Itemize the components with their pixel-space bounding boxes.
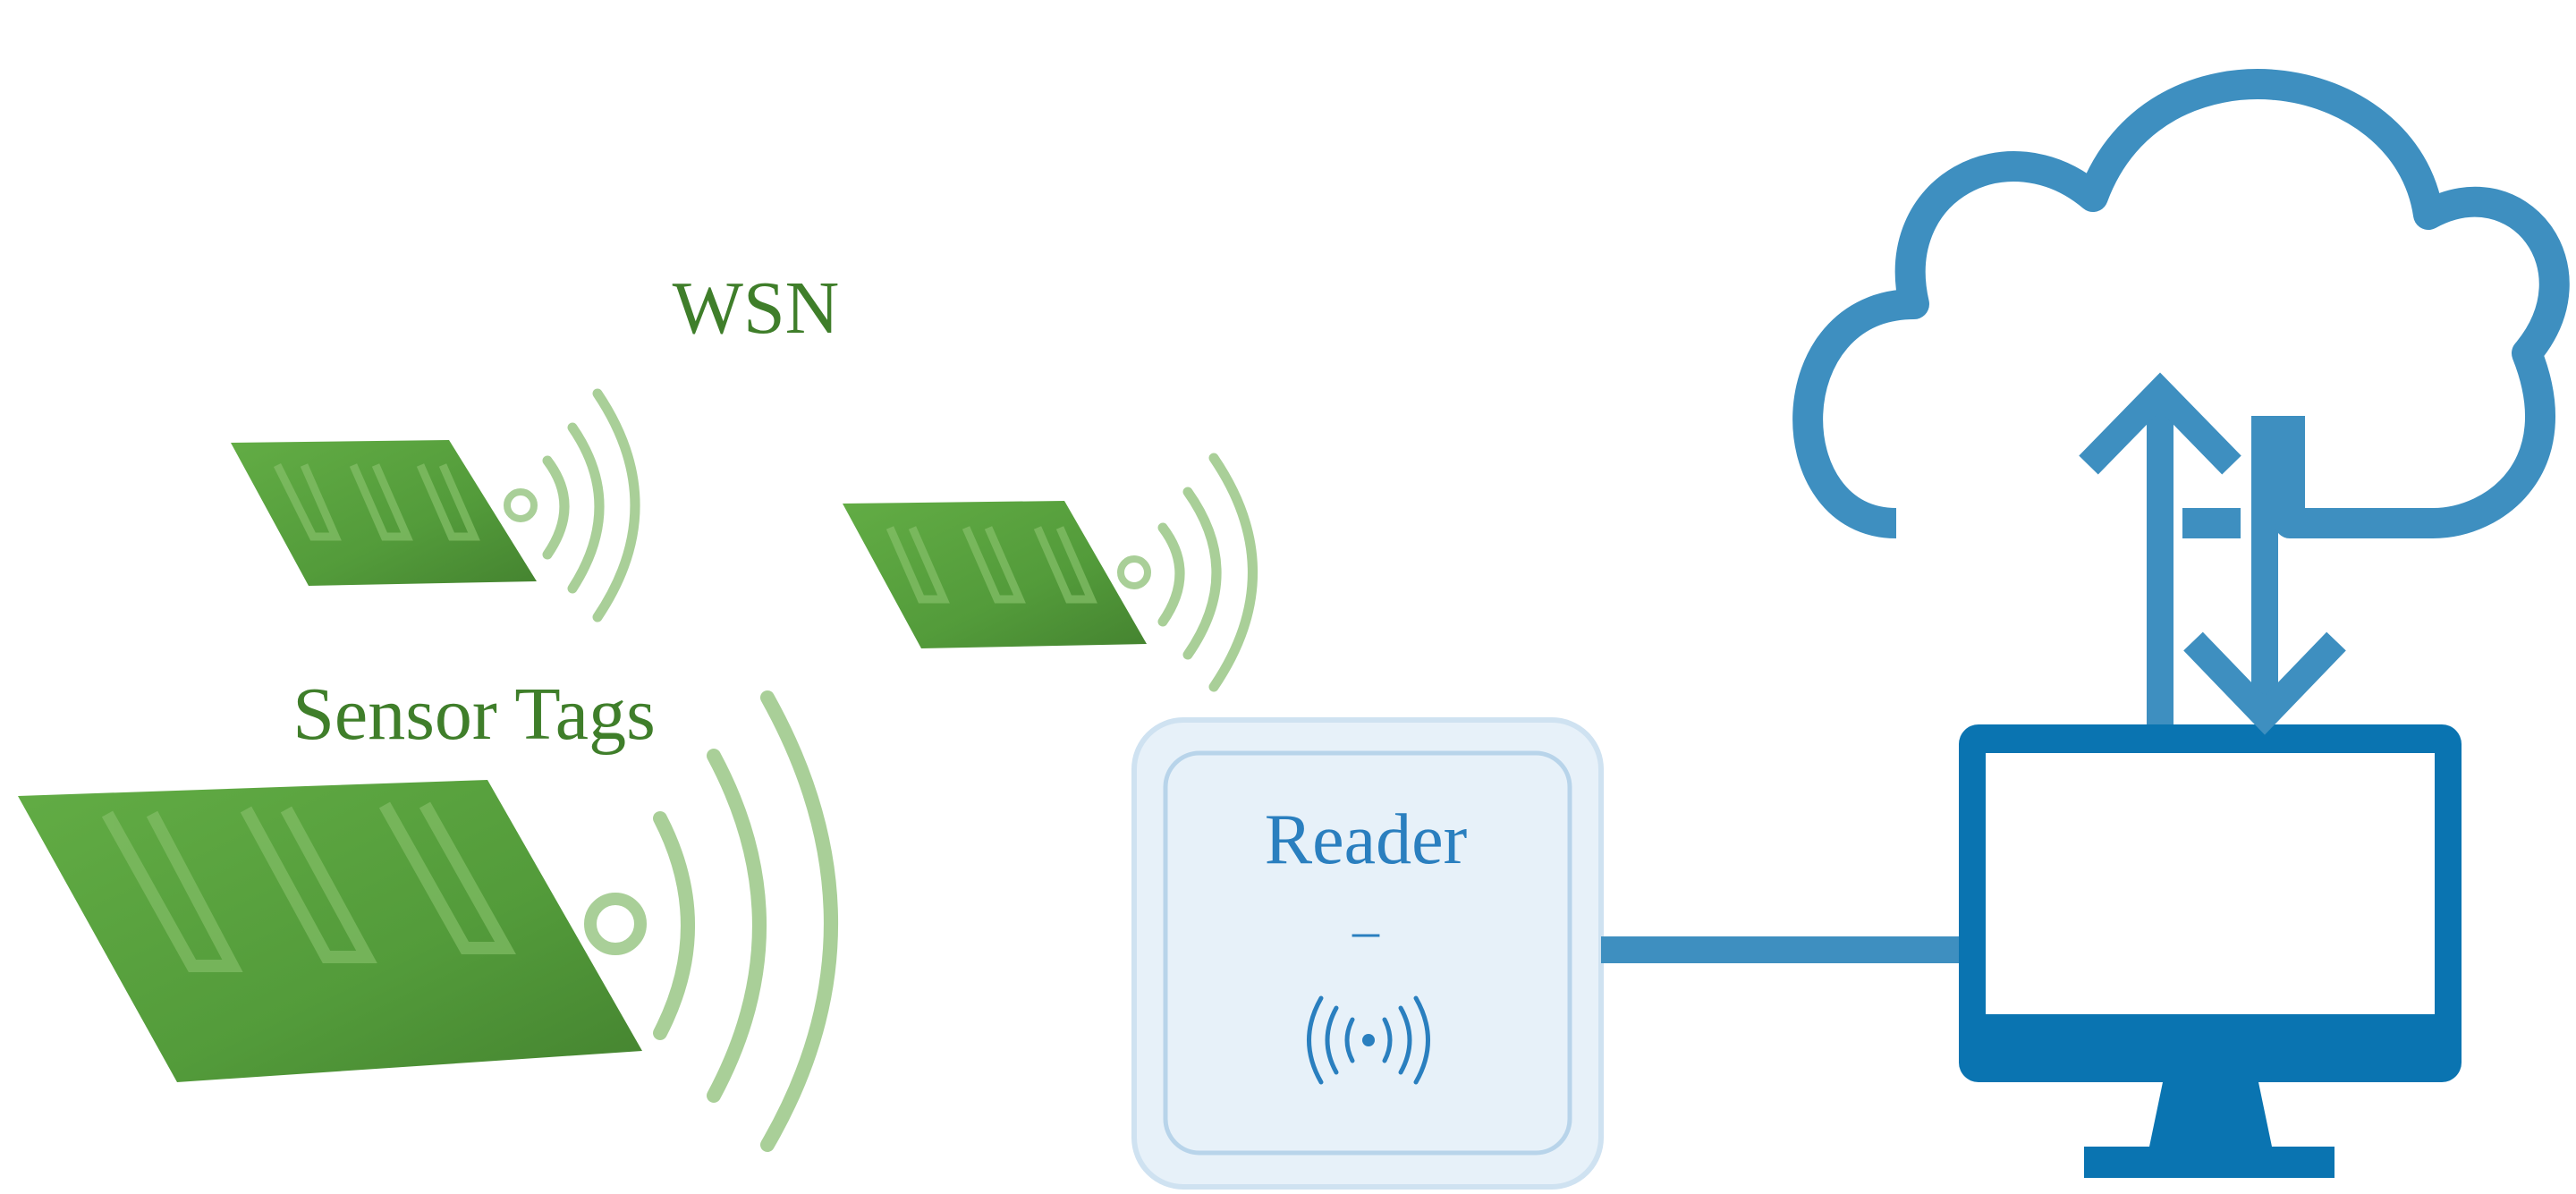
tag-antenna-ring: [584, 893, 647, 955]
wsn-label: WSN: [673, 267, 840, 350]
tag-antenna-ring: [1117, 555, 1151, 589]
monitor-screen: [1986, 753, 2435, 1014]
reader-inner-panel: [1163, 750, 1572, 1156]
reader-wireless-icon: [1307, 995, 1430, 1085]
wireless-signal-icon: [542, 388, 640, 622]
pcb-sensor-tag-icon: [843, 501, 1147, 648]
download-arrow-head: [2183, 631, 2346, 735]
sensor-tag-2: [843, 453, 1258, 692]
reader-status-dash: –: [1352, 901, 1380, 960]
tag-antenna-ring: [504, 488, 538, 522]
tag-antenna-trace: [886, 526, 1097, 604]
monitor-stand-neck: [2149, 1082, 2272, 1147]
tag-antenna-trace: [273, 462, 480, 541]
upload-download-arrows-icon: [2079, 372, 2346, 735]
wireless-signal-icon: [1157, 453, 1258, 692]
pcb-sensor-tag-icon: [231, 440, 537, 586]
computer-monitor-icon: [1959, 724, 2462, 1178]
cloud-icon: [1792, 69, 2570, 538]
sensor-tag-1: [231, 388, 640, 622]
monitor-stand-base: [2084, 1147, 2334, 1178]
reader-label: Reader: [1265, 800, 1468, 879]
wireless-signal-icon: [653, 690, 838, 1152]
rfid-reader-icon: Reader –: [1131, 717, 1604, 1190]
sensor-tag-3: [18, 690, 838, 1152]
reader-monitor-cable: [1601, 936, 1959, 963]
sensor-tags-label: Sensor Tags: [292, 673, 656, 756]
upload-arrow-head: [2079, 372, 2241, 475]
tag-antenna-trace: [101, 801, 516, 972]
